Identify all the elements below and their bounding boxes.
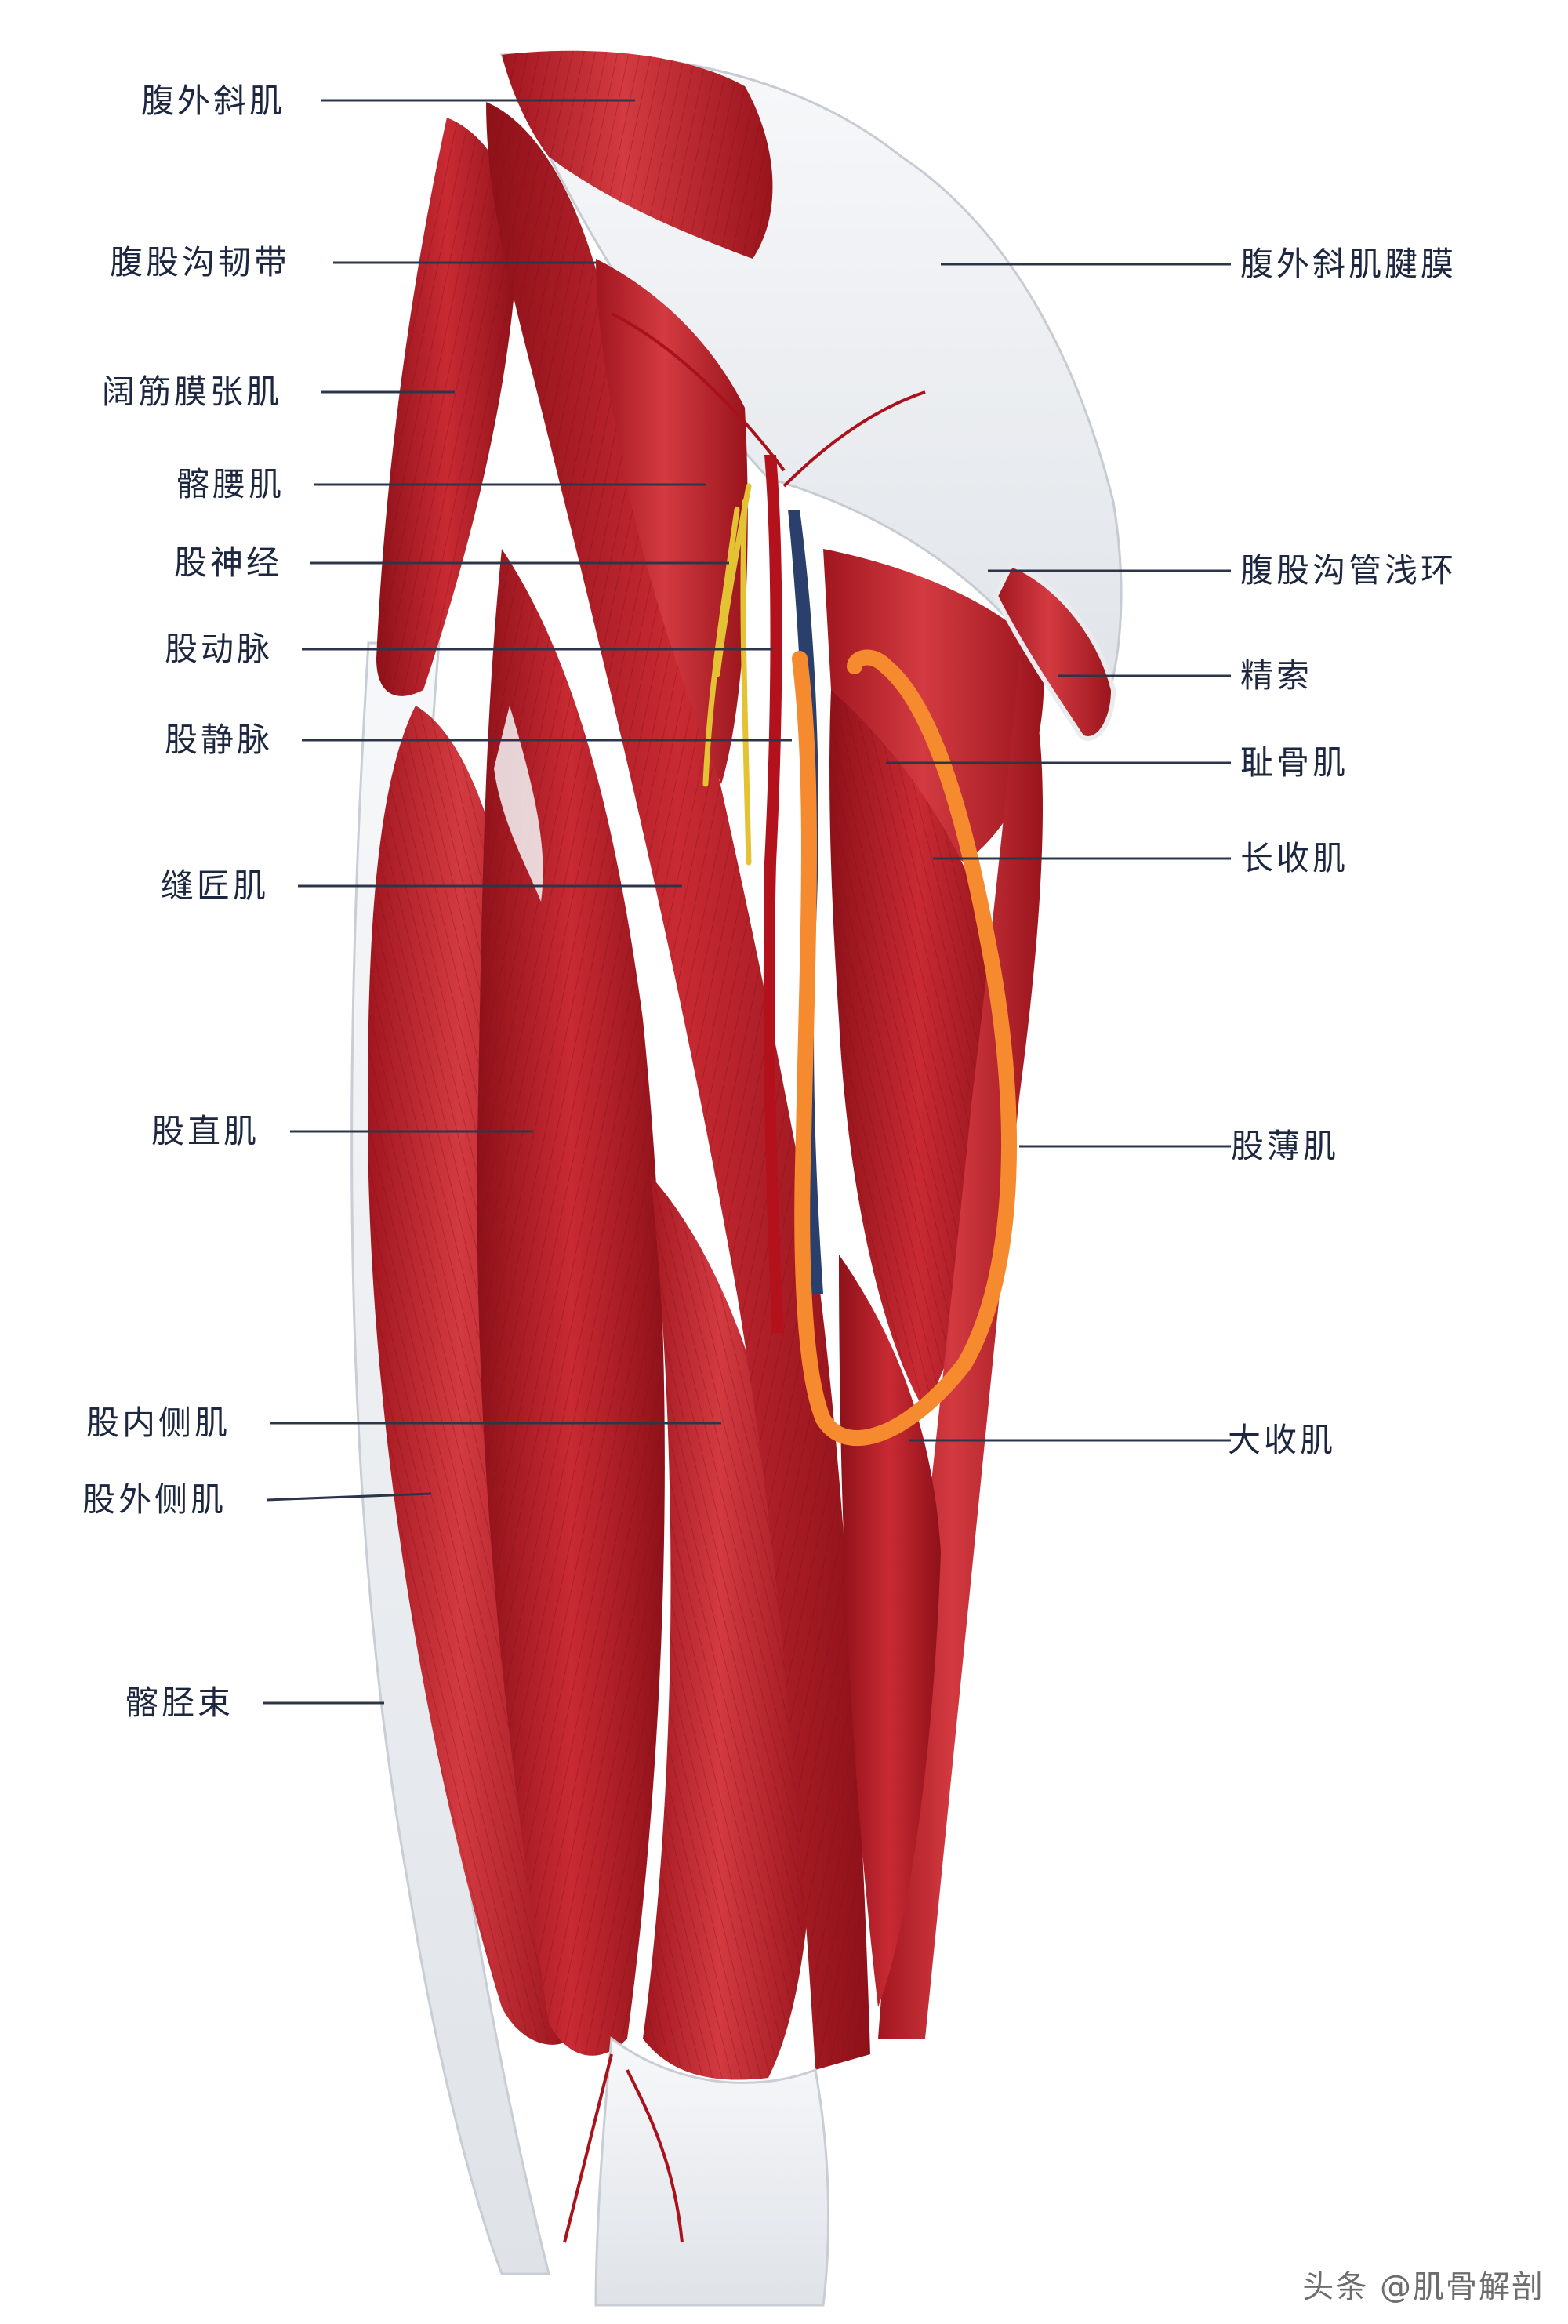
label-pectineus: 耻骨肌 [1240, 743, 1349, 782]
label-adductor-longus: 长收肌 [1240, 839, 1349, 877]
label-vastus-lateralis: 股外侧肌 [82, 1480, 227, 1519]
spermatic-cord-shape [993, 561, 1116, 741]
label-sartorius: 缝匠肌 [161, 866, 270, 905]
leader-lines-left [263, 99, 792, 1705]
leader-lines-right [886, 263, 1231, 1442]
watermark: 头条 @肌骨解剖 [1302, 2269, 1544, 2305]
label-iliopsoas: 髂腰肌 [176, 465, 285, 503]
label-spermatic-cord: 精索 [1240, 656, 1313, 695]
label-femoral-artery: 股动脉 [165, 630, 274, 668]
label-external-oblique: 腹外斜肌 [141, 82, 286, 120]
iliopsoas-shape [596, 259, 748, 784]
label-tensor-fasciae-latae: 阔筋膜张肌 [102, 372, 283, 411]
label-external-oblique-aponeurosis: 腹外斜肌腱膜 [1240, 245, 1457, 283]
highlight-outline [792, 649, 1017, 1446]
label-rectus-femoris: 股直肌 [151, 1112, 260, 1150]
femoral-nerve-shape [702, 483, 752, 866]
label-inguinal-ligament: 腹股沟韧带 [110, 243, 291, 281]
pectineus-shape [823, 549, 1044, 862]
label-iliotibial-tract: 髂胫束 [125, 1683, 234, 1722]
label-femoral-nerve: 股神经 [174, 543, 283, 582]
label-adductor-magnus: 大收肌 [1228, 1421, 1337, 1459]
femoral-artery-shape [763, 455, 784, 1333]
patellar-tendon-shape [594, 2036, 830, 2307]
label-gracilis: 股薄肌 [1231, 1127, 1340, 1165]
label-vastus-medialis: 股内侧肌 [86, 1403, 231, 1442]
label-femoral-vein: 股静脉 [165, 721, 274, 759]
label-superficial-inguinal-ring: 腹股沟管浅环 [1240, 551, 1457, 590]
